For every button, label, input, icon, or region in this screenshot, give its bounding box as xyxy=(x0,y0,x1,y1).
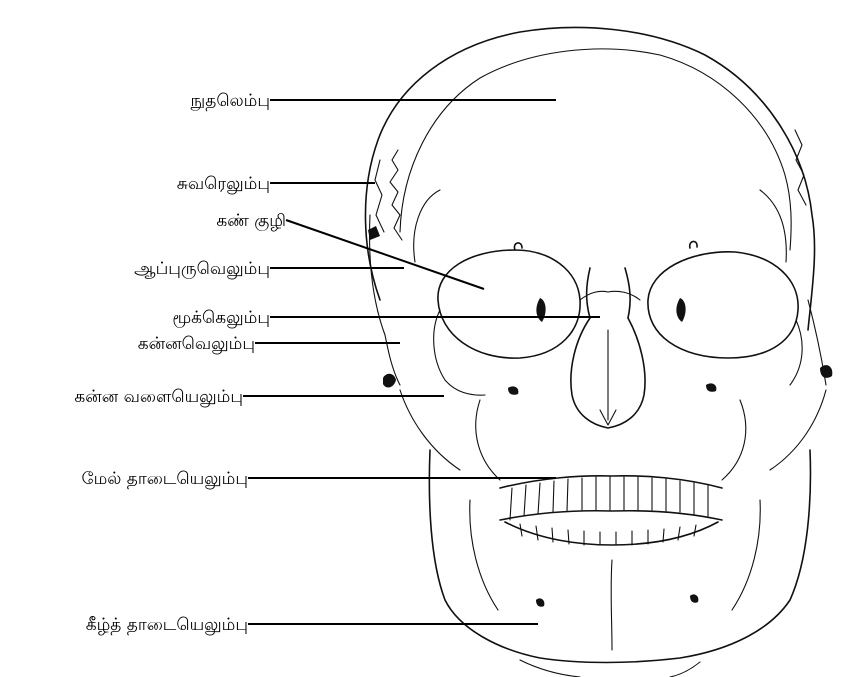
leader-lines xyxy=(243,100,600,624)
label-temporal-bone: ஆப்புருவெலும்பு xyxy=(134,259,270,279)
label-nasal-bone: மூக்கெலும்பு xyxy=(172,308,270,328)
label-frontal-bone: நுதலெம்பு xyxy=(191,91,270,111)
labels: நுதலெம்பு சுவரெலும்பு கண் குழி ஆப்புருவெ… xyxy=(74,91,286,635)
orbit-leader xyxy=(286,220,484,289)
label-parietal-bone: சுவரெலும்பு xyxy=(177,174,270,194)
label-orbit: கண் குழி xyxy=(216,211,286,231)
label-maxilla: மேல் தாடையெலும்பு xyxy=(82,469,249,489)
skull-outline xyxy=(365,27,832,677)
label-zygomatic-bone: கன்னவெலும்பு xyxy=(138,334,255,354)
label-zygomatic-arch: கன்ன வளையெலும்பு xyxy=(74,387,243,407)
label-mandible: கீழ்த் தாடையெலும்பு xyxy=(86,615,248,635)
